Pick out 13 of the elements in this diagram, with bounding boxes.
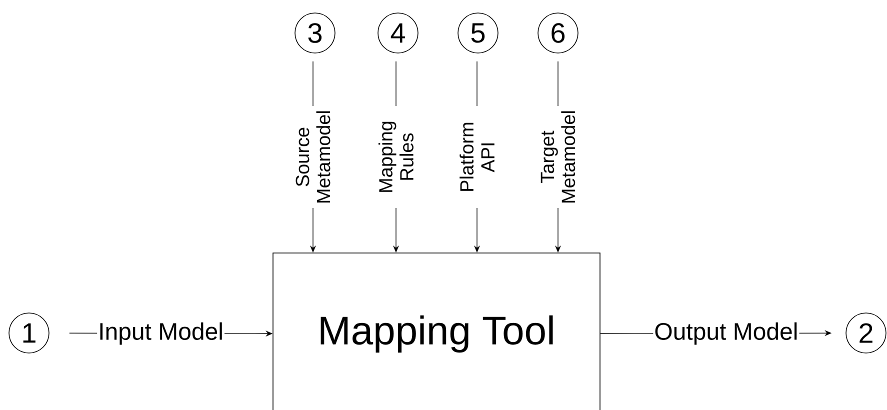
process-box: Mapping Tool [272,252,600,410]
callout-number: 3 [294,12,336,54]
callout-number: 1 [8,312,50,354]
callout-number: 4 [378,12,418,54]
edge-label: Output Model [653,321,800,346]
edge-label: Mapping Rules [378,106,414,208]
edge-label: Input Model [97,321,224,346]
callout-number: 6 [538,12,578,54]
edge-label: Platform API [458,106,496,208]
callout-number: 5 [458,12,498,54]
callout-number: 2 [846,312,886,354]
edge-label: Target Metamodel [540,106,576,208]
edge-label: Source Metamodel [294,106,332,208]
